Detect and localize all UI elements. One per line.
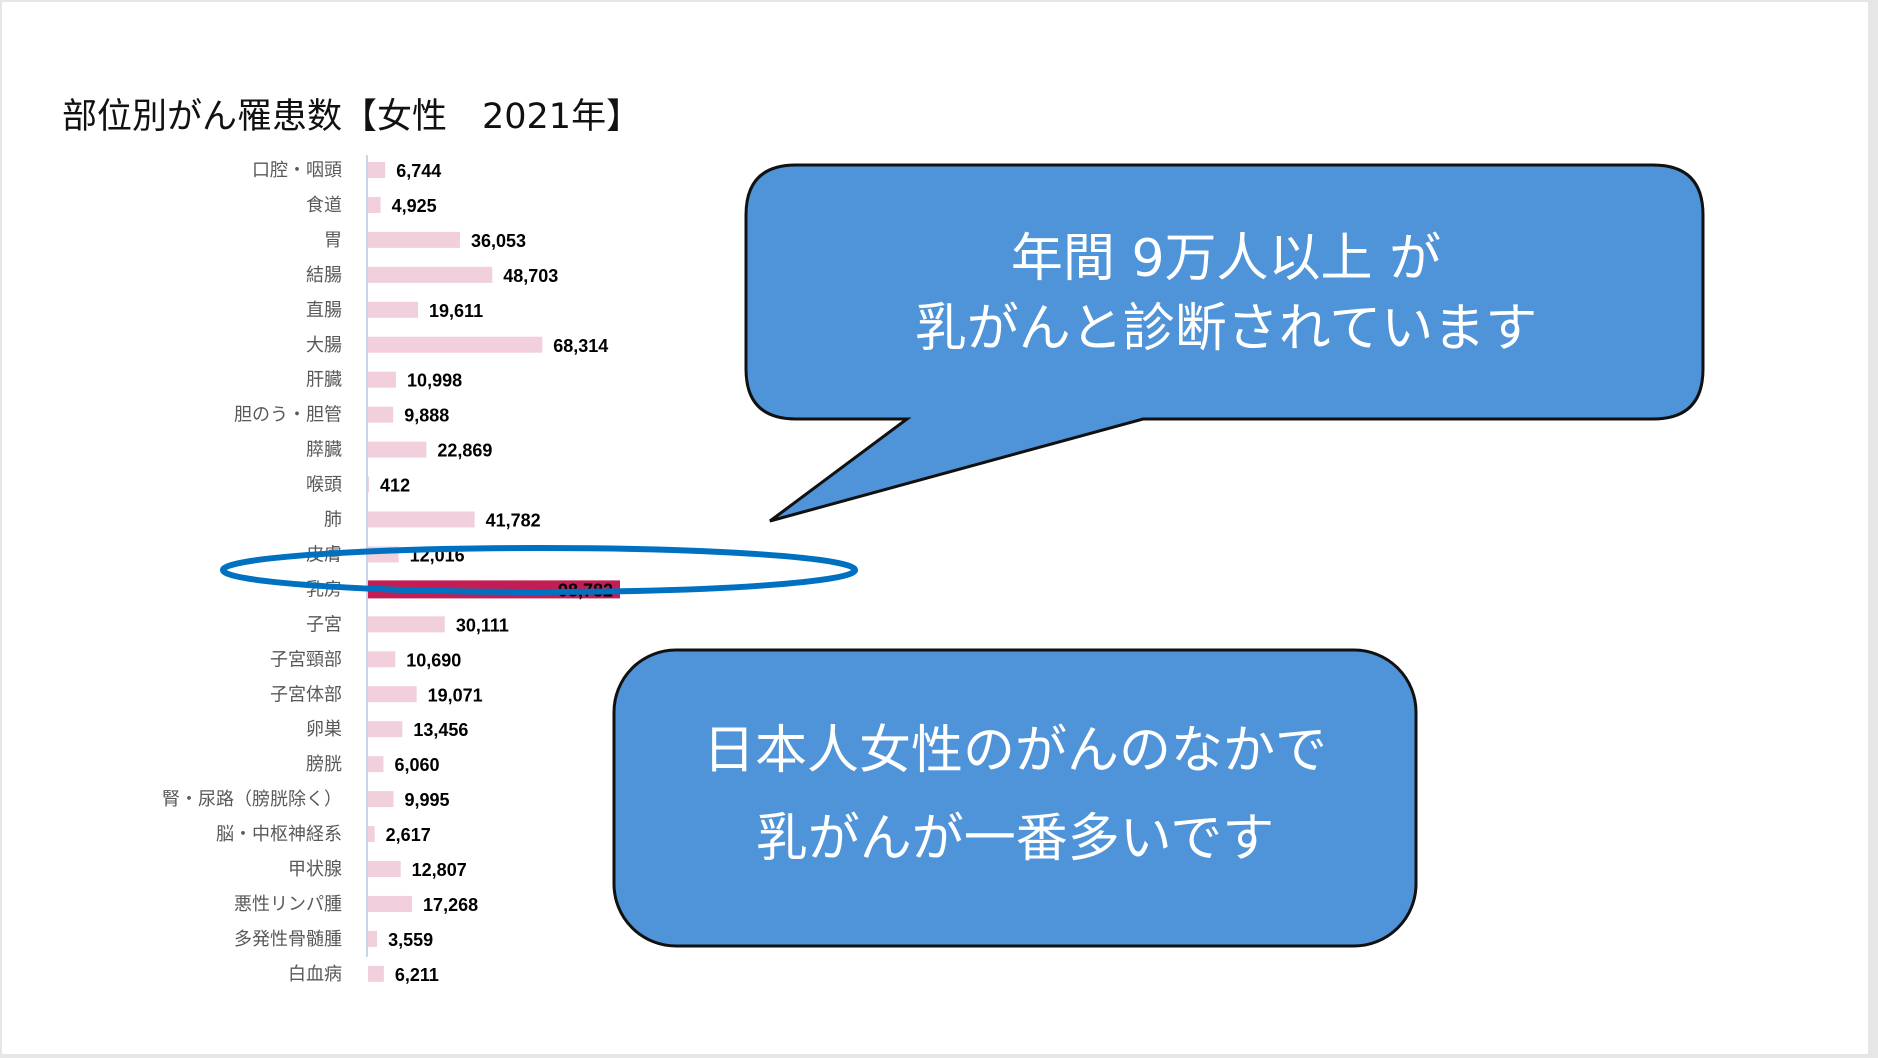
- value-label: 9,888: [404, 406, 449, 426]
- value-label: 17,268: [423, 895, 478, 915]
- category-label: 卵巣: [306, 719, 342, 740]
- bar: [368, 336, 543, 353]
- bar: [368, 301, 419, 318]
- bar: [368, 756, 384, 773]
- bar: [368, 231, 460, 248]
- value-label: 6,211: [395, 965, 439, 985]
- callout-top-line-1: 年間 9万人以上 が: [1011, 229, 1441, 289]
- bar: [368, 371, 397, 388]
- bar: [368, 406, 394, 423]
- value-label: 412: [380, 476, 410, 496]
- bar: [368, 895, 413, 912]
- callout-bottom: 日本人女性のがんのなかで 乳がんが一番多いです: [612, 648, 1418, 948]
- highlight-ellipse: [220, 545, 858, 595]
- value-label: 22,869: [437, 441, 492, 461]
- value-label: 19,611: [429, 301, 483, 321]
- category-label: 結腸: [306, 265, 342, 286]
- bar: [368, 476, 370, 493]
- bar: [368, 651, 396, 668]
- value-label: 41,782: [486, 511, 541, 531]
- value-label: 48,703: [503, 266, 558, 286]
- category-label: 悪性リンパ腫: [234, 894, 342, 915]
- bar: [368, 196, 381, 213]
- bar: [368, 826, 375, 843]
- value-label: 3,559: [388, 930, 433, 950]
- callout-bottom-line-1: 日本人女性のがんのなかで: [703, 721, 1327, 781]
- value-label: 10,690: [406, 650, 461, 670]
- bar: [368, 266, 493, 283]
- bar: [368, 930, 378, 947]
- category-label: 子宮頸部: [270, 649, 342, 670]
- value-label: 9,995: [404, 790, 449, 810]
- value-label: 30,111: [456, 615, 509, 635]
- callout-top: 年間 9万人以上 が 乳がんと診断されています: [744, 163, 1705, 523]
- value-label: 19,071: [428, 685, 483, 705]
- bar: [368, 162, 386, 178]
- category-label: 胆のう・胆管: [234, 405, 342, 426]
- bar: [368, 791, 394, 808]
- category-label: 大腸: [306, 335, 342, 356]
- value-label: 6,060: [394, 755, 439, 775]
- category-label: 口腔・咽頭: [252, 160, 342, 181]
- category-label: 膵臓: [306, 440, 342, 461]
- bar: [368, 511, 475, 528]
- category-label: 膀胱: [306, 754, 342, 775]
- category-label: 肺: [324, 510, 342, 531]
- value-label: 36,053: [471, 231, 526, 251]
- value-label: 4,925: [392, 196, 437, 216]
- speech-bubble: [744, 163, 1705, 523]
- category-label: 食道: [306, 195, 342, 216]
- category-label: 甲状腺: [288, 859, 342, 880]
- category-label: 白血病: [288, 964, 342, 985]
- category-label: 喉頭: [306, 475, 342, 496]
- chart-title: 部位別がん罹患数【女性 2021年】: [62, 97, 642, 137]
- value-label: 2,617: [386, 825, 431, 845]
- rounded-box: [612, 648, 1418, 948]
- value-label: 12,807: [412, 860, 467, 880]
- value-label: 13,456: [413, 720, 468, 740]
- bar: [368, 965, 384, 982]
- bar: [368, 721, 403, 738]
- category-label: 子宮: [306, 614, 342, 635]
- bar: [368, 861, 401, 877]
- category-label: 腎・尿路（膀胱除く）: [162, 789, 342, 810]
- category-label: 胃: [324, 230, 342, 251]
- value-label: 68,314: [553, 336, 608, 356]
- category-label: 子宮体部: [270, 684, 342, 705]
- category-label: 直腸: [306, 300, 342, 321]
- callout-bottom-line-2: 乳がんが一番多いです: [756, 809, 1274, 869]
- callout-top-line-2: 乳がんと診断されています: [915, 299, 1537, 359]
- category-label: 肝臓: [306, 370, 342, 391]
- value-label: 6,744: [396, 161, 441, 181]
- value-label: 10,998: [407, 371, 462, 391]
- category-label: 多発性骨髄腫: [234, 929, 342, 950]
- bar: [368, 686, 417, 703]
- bar: [368, 441, 427, 458]
- category-label: 脳・中枢神経系: [216, 824, 342, 845]
- bar: [368, 616, 445, 633]
